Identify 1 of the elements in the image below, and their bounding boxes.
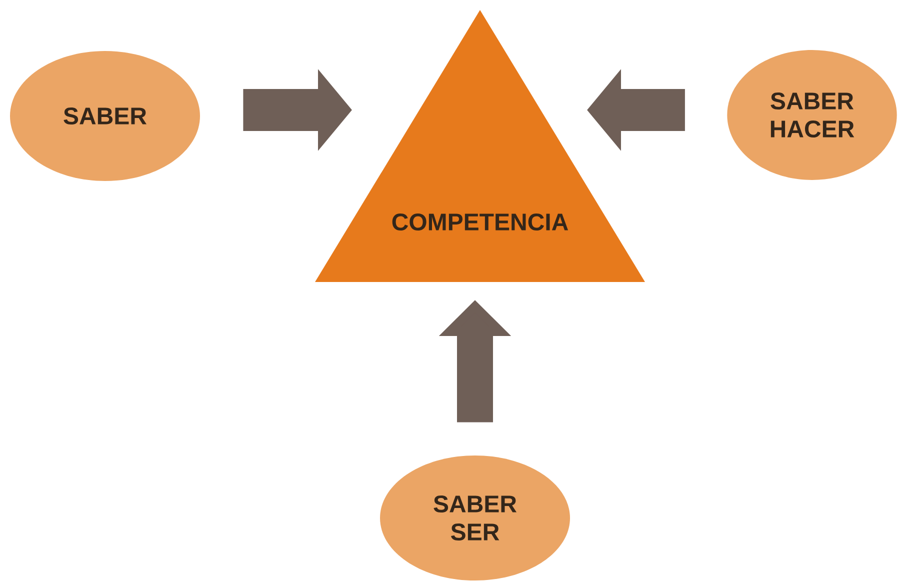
triangle: COMPETENCIA xyxy=(315,10,645,282)
